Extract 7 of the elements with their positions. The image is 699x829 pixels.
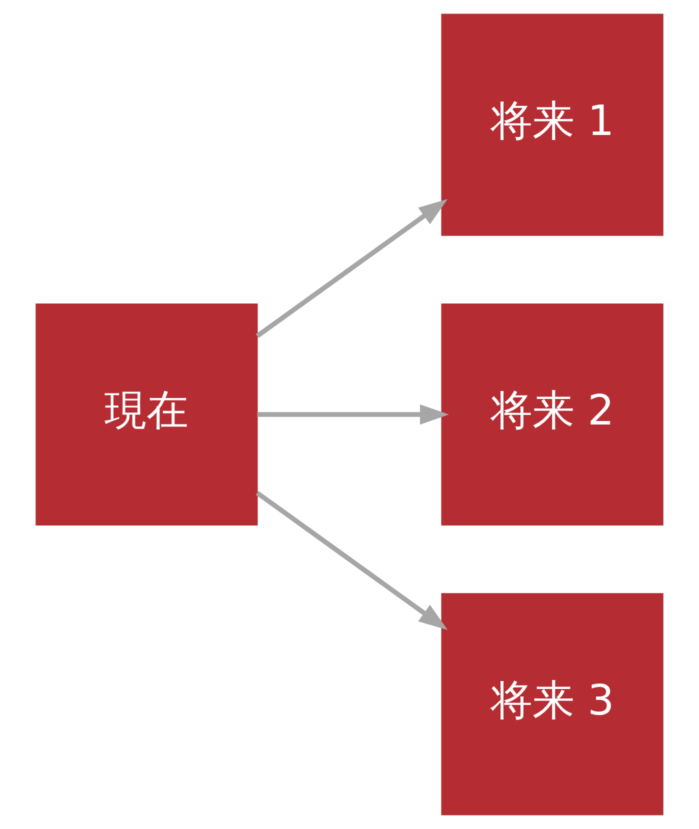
node-box: 現在 (36, 303, 258, 526)
node-box: 将来 3 (441, 593, 664, 816)
node-box: 将来 2 (441, 303, 664, 526)
node-box: 将来 1 (441, 14, 664, 236)
arrow (256, 490, 448, 630)
arrow (256, 198, 448, 338)
arrow (257, 404, 450, 425)
